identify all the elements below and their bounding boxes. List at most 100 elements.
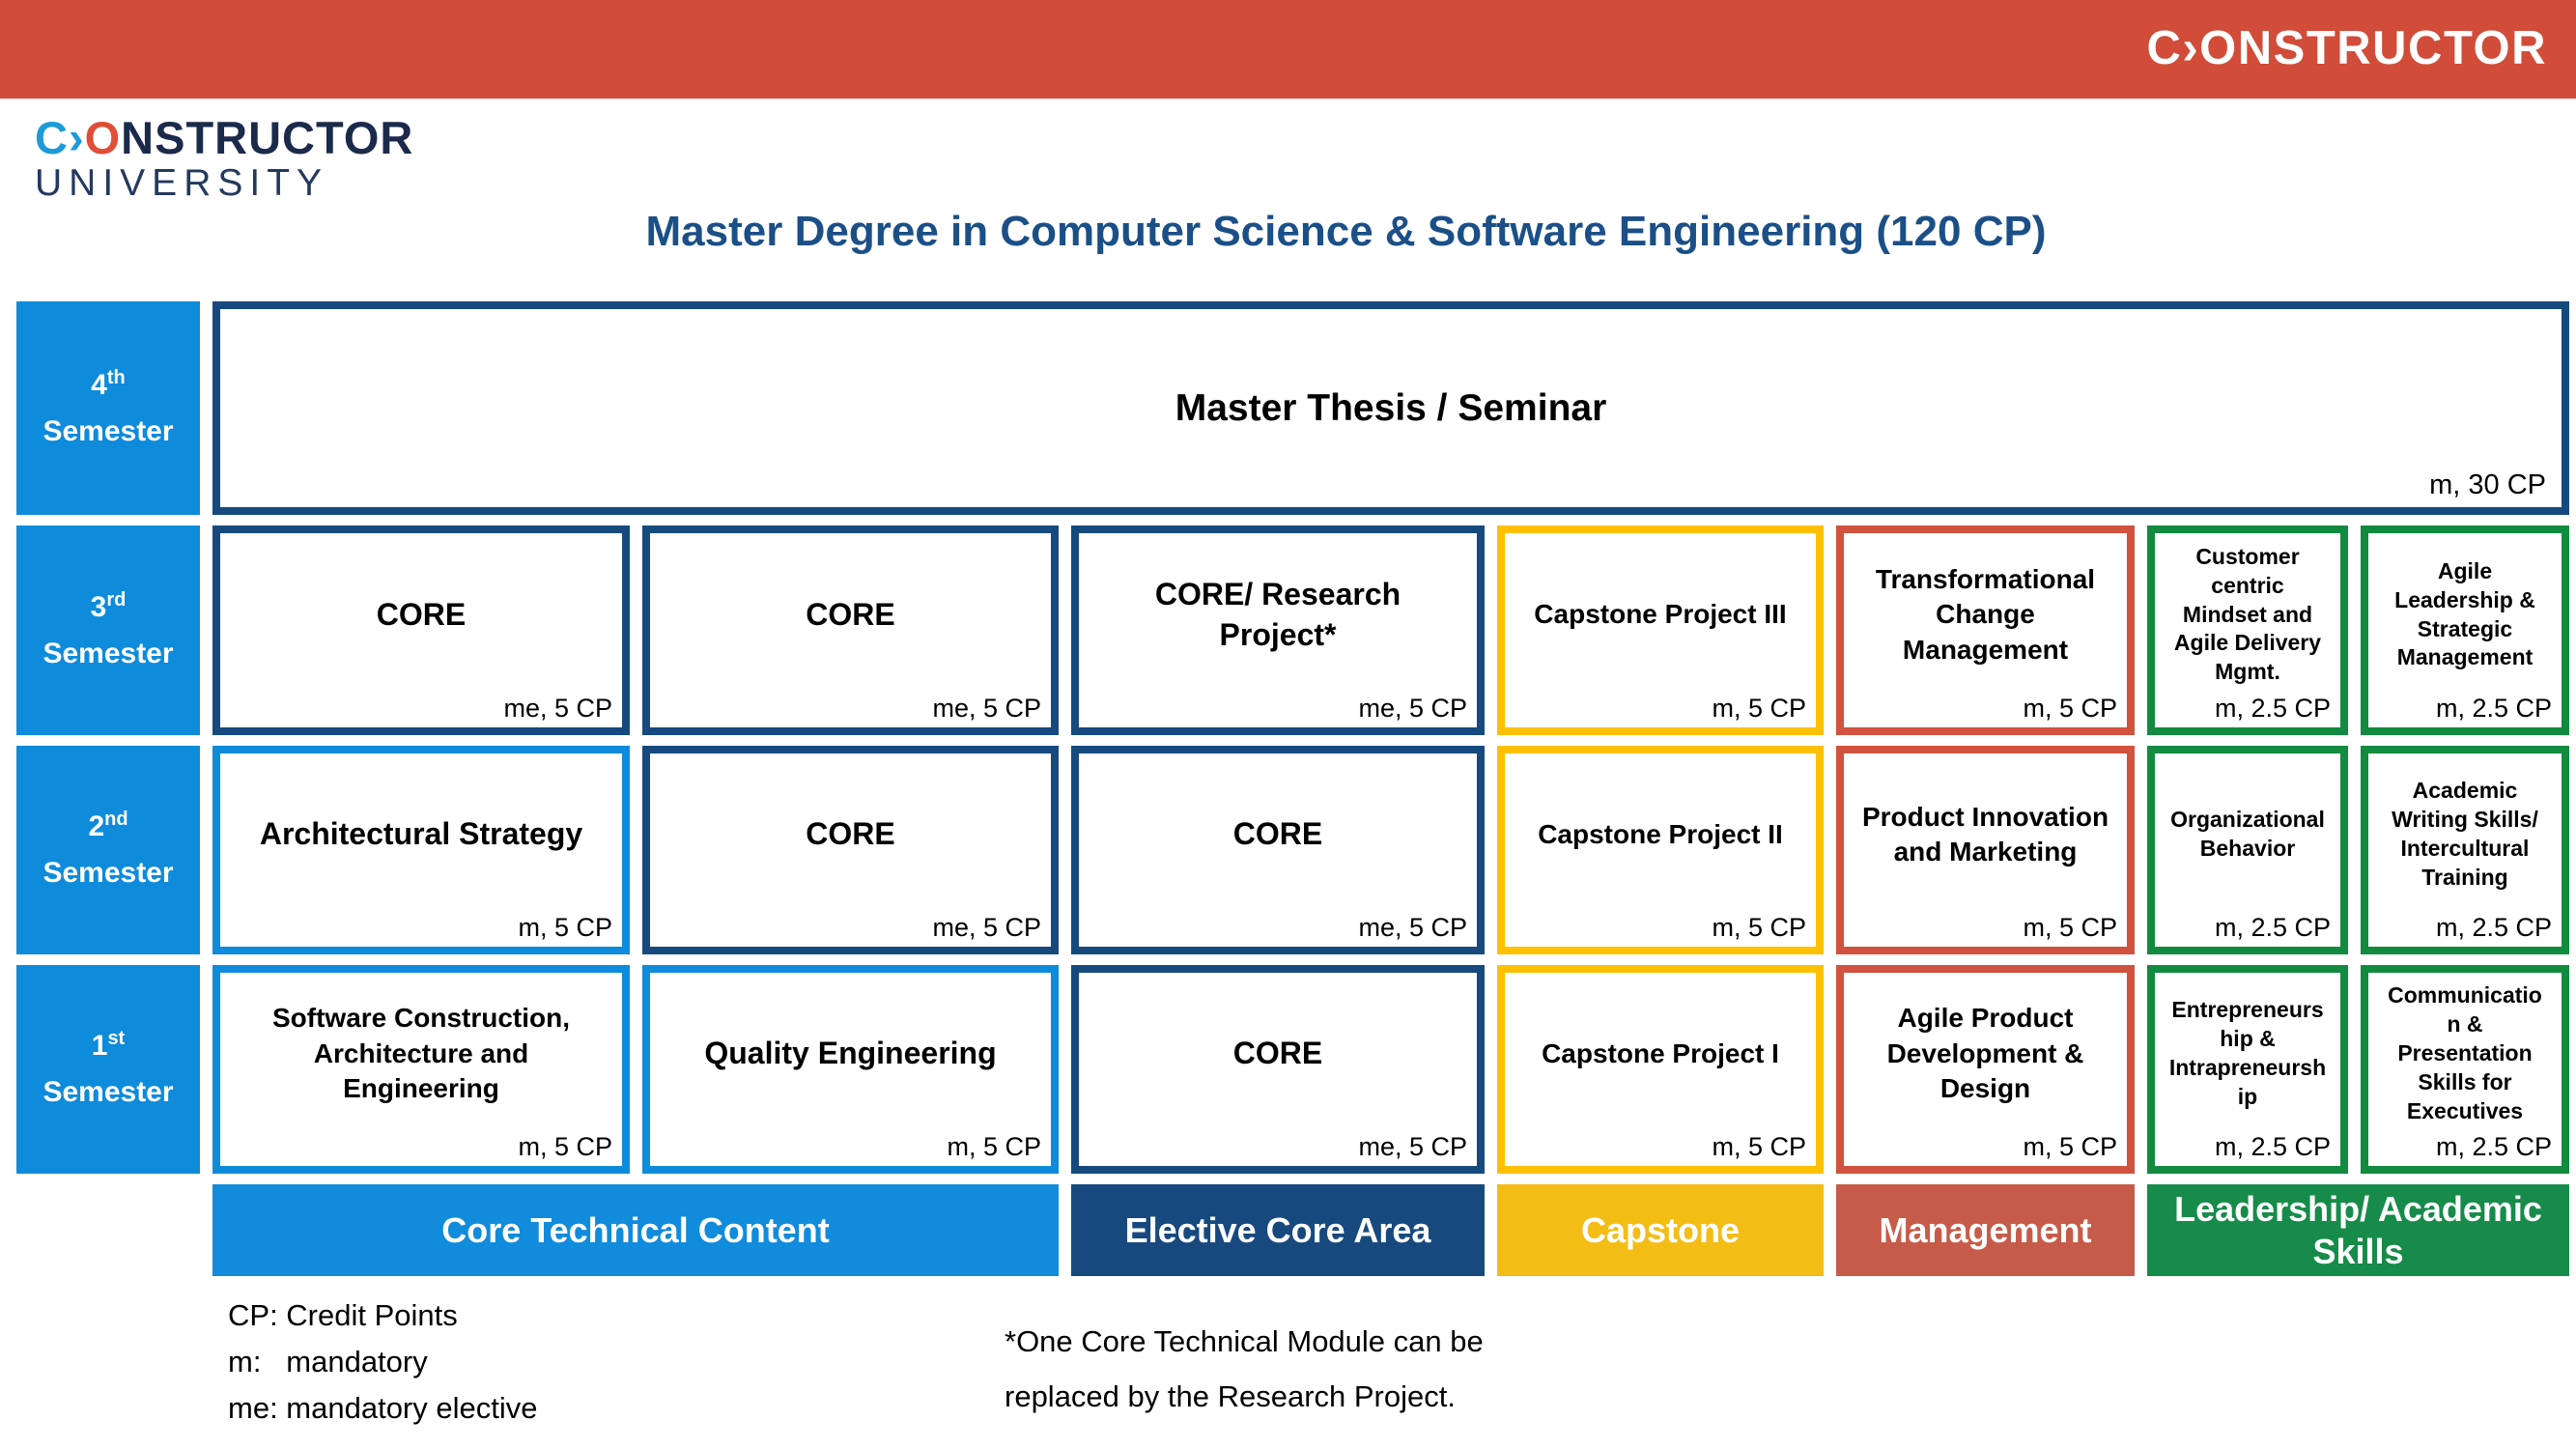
category-navy: Elective Core Area xyxy=(1071,1184,1485,1276)
module-title: Architectural Strategy xyxy=(259,816,583,852)
module-title: CORE xyxy=(1232,816,1323,852)
semester-ordinal: 4th xyxy=(91,366,126,401)
logo-rest: NSTRUCTOR xyxy=(121,112,414,163)
logo-chevron-icon: › xyxy=(68,112,85,163)
module-title: Customer centric Mindset and Agile Deliv… xyxy=(2173,543,2322,685)
module-credit: m, 5 CP xyxy=(518,913,612,942)
category-lightblue: Core Technical Content xyxy=(212,1184,1059,1276)
university-logo-wordmark: C›ONSTRUCTOR xyxy=(35,112,414,163)
module-title: Software Construction, Architecture and … xyxy=(271,1003,570,1104)
university-logo-subtitle: UNIVERSITY xyxy=(35,161,329,204)
module-credit: m, 2.5 CP xyxy=(2214,913,2331,942)
university-logo: C›ONSTRUCTOR UNIVERSITY xyxy=(35,112,414,204)
module-credit: m, 2.5 CP xyxy=(2435,1132,2552,1161)
footnote-line: replaced by the Research Project. xyxy=(1005,1379,1456,1413)
module-box: Architectural Strategy m, 5 CP xyxy=(212,746,630,954)
module-box: Communication & Presentation Skills for … xyxy=(2361,965,2569,1174)
module-credit: m, 5 CP xyxy=(1712,1132,1806,1161)
module-credit: m, 2.5 CP xyxy=(2214,694,2331,723)
master-thesis-box: Master Thesis / Seminar m, 30 CP xyxy=(212,301,2569,515)
module-box: CORE me, 5 CP xyxy=(1071,746,1485,954)
category-green: Leadership/ Academic Skills xyxy=(2147,1184,2569,1276)
module-credit: me, 5 CP xyxy=(932,694,1041,723)
module-title: Capstone Project II xyxy=(1538,818,1783,849)
thesis-credit: m, 30 CP xyxy=(2429,469,2546,500)
module-credit: me, 5 CP xyxy=(503,694,612,723)
semester-ordinal: 3rd xyxy=(90,588,127,623)
module-title: CORE xyxy=(376,596,467,632)
module-box: CORE/ Research Project* me, 5 CP xyxy=(1071,526,1485,735)
module-box: Transformational Change Management m, 5 C… xyxy=(1836,526,2135,735)
module-credit: me, 5 CP xyxy=(1358,694,1467,723)
module-credit: m, 5 CP xyxy=(2023,694,2117,723)
module-box: CORE me, 5 CP xyxy=(212,526,630,735)
semester-word: Semester xyxy=(42,1076,174,1108)
module-title: Agile Product Development & Design xyxy=(1886,1003,2084,1104)
module-title: Entrepreneurship & Intrapreneurship xyxy=(2168,997,2327,1109)
module-credit: m, 5 CP xyxy=(1712,694,1806,723)
module-title: CORE xyxy=(1232,1036,1323,1071)
module-box: Entrepreneurship & Intrapreneurship m, 2.… xyxy=(2147,965,2348,1174)
module-box: Customer centric Mindset and Agile Deliv… xyxy=(2147,526,2348,735)
module-credit: m, 5 CP xyxy=(947,1132,1041,1161)
module-box: Quality Engineering m, 5 CP xyxy=(642,965,1059,1174)
module-title: Transformational Change Management xyxy=(1875,563,2096,665)
category-yellow: Capstone xyxy=(1497,1184,1824,1276)
semester-word: Semester xyxy=(42,637,174,669)
semester-word: Semester xyxy=(42,857,174,889)
legend-line: CP: Credit Points xyxy=(228,1298,458,1332)
semester-ordinal: 2nd xyxy=(88,809,128,842)
module-box: Academic Writing Skills/ Intercultural T… xyxy=(2361,746,2569,954)
module-title: Product Innovation and Marketing xyxy=(1861,801,2109,867)
logo-letter-o: O xyxy=(84,112,122,163)
module-title: Organizational Behavior xyxy=(2170,807,2325,861)
semester-ordinal: 1st xyxy=(91,1028,126,1062)
module-title: Communication & Presentation Skills for … xyxy=(2388,982,2542,1123)
module-box: CORE me, 5 CP xyxy=(642,526,1059,735)
legend-line: m: mandatory xyxy=(228,1345,428,1378)
module-box: Software Construction, Architecture and … xyxy=(212,965,630,1174)
module-title: CORE/ Research Project* xyxy=(1154,576,1401,652)
module-credit: m, 5 CP xyxy=(1712,913,1806,942)
module-credit: m, 5 CP xyxy=(2023,913,2117,942)
module-title: Academic Writing Skills/ Intercultural T… xyxy=(2392,778,2538,890)
module-title: Capstone Project I xyxy=(1542,1037,1779,1068)
module-credit: me, 5 CP xyxy=(932,913,1041,942)
page-title: Master Degree in Computer Science & Soft… xyxy=(645,208,2047,255)
module-box: Capstone Project III m, 5 CP xyxy=(1497,526,1824,735)
module-box: Agile Product Development & Design m, 5 C… xyxy=(1836,965,2135,1174)
thesis-title: Master Thesis / Seminar xyxy=(1175,386,1607,429)
module-box: Organizational Behavior m, 2.5 CP xyxy=(2147,746,2348,954)
module-credit: m, 2.5 CP xyxy=(2435,913,2552,942)
legend-line: me: mandatory elective xyxy=(228,1391,538,1425)
legend: CP: Credit Points m: mandatory me: manda… xyxy=(228,1293,537,1432)
module-credit: m, 2.5 CP xyxy=(2214,1132,2331,1161)
module-credit: m, 2.5 CP xyxy=(2435,694,2552,723)
module-credit: me, 5 CP xyxy=(1358,913,1467,942)
module-title: Agile Leadership & Strategic Management xyxy=(2394,557,2535,670)
category-red: Management xyxy=(1836,1184,2135,1276)
module-box: Agile Leadership & Strategic Management m… xyxy=(2361,526,2569,735)
module-title: Quality Engineering xyxy=(704,1036,997,1071)
semester-word: Semester xyxy=(42,414,174,447)
module-title: CORE xyxy=(806,816,895,852)
footnote-line: *One Core Technical Module can be xyxy=(1005,1324,1484,1358)
module-box: Capstone Project II m, 5 CP xyxy=(1497,746,1824,954)
module-box: Capstone Project I m, 5 CP xyxy=(1497,965,1824,1174)
module-box: CORE me, 5 CP xyxy=(642,746,1059,954)
module-title: Capstone Project III xyxy=(1534,599,1787,630)
footnote: *One Core Technical Module can be replac… xyxy=(1005,1314,1484,1424)
module-title: CORE xyxy=(806,596,895,632)
module-credit: m, 5 CP xyxy=(2023,1132,2117,1161)
logo-letter-c: C xyxy=(35,112,69,163)
module-box: Product Innovation and Marketing m, 5 CP xyxy=(1836,746,2135,954)
module-credit: m, 5 CP xyxy=(518,1132,612,1161)
constructor-logo-banner: C›ONSTRUCTOR xyxy=(2146,21,2547,74)
top-banner: C›ONSTRUCTOR xyxy=(0,0,2576,99)
